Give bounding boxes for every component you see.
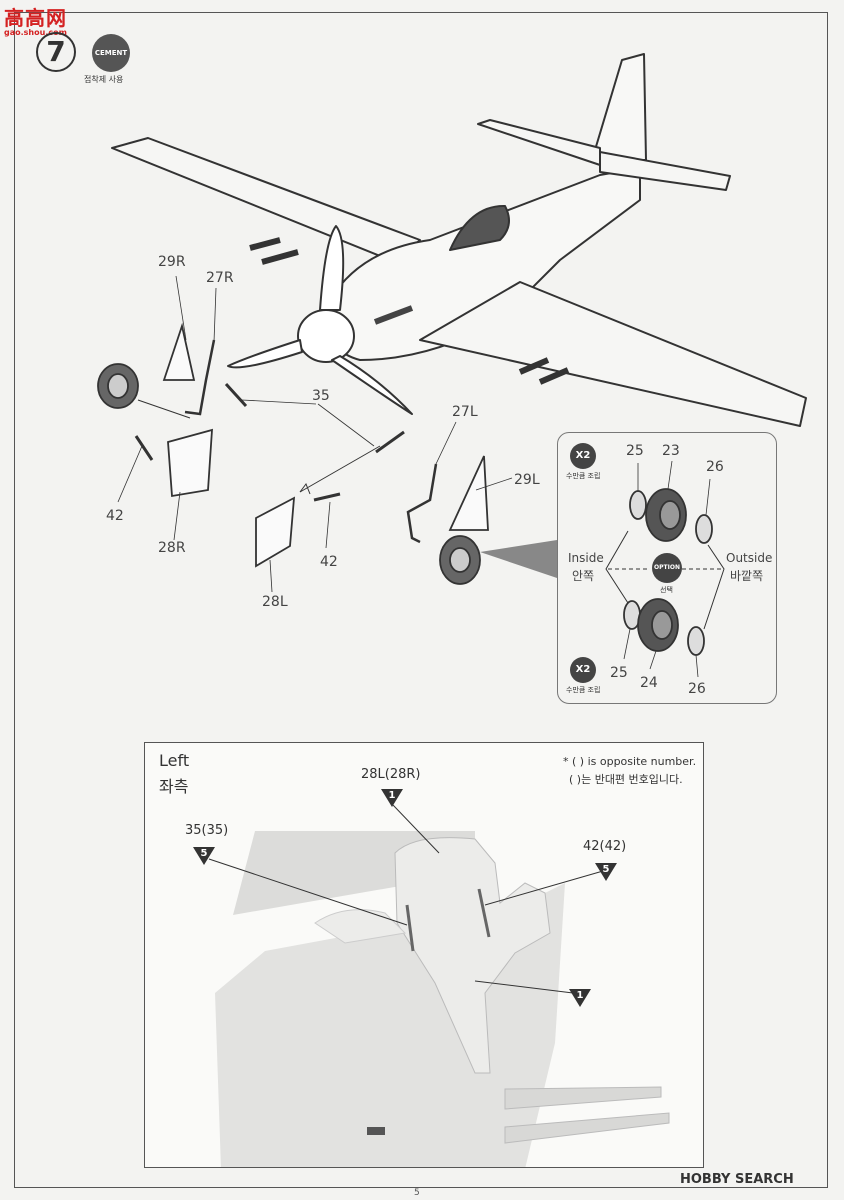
detail-note-ko: ( )는 반대편 번호입니다. (569, 773, 683, 786)
part-label-42-left: 42 (320, 554, 338, 570)
option-icon: OPTION (652, 553, 682, 583)
inset-part-23: 23 (662, 443, 680, 459)
x2-top-caption: 수만큼 조립 (566, 472, 601, 480)
inset-part-25-top: 25 (626, 443, 644, 459)
detail-note-en: * ( ) is opposite number. (563, 755, 697, 768)
inset-part-26-top: 26 (706, 459, 724, 475)
part-label-28L: 28L (262, 594, 288, 610)
watermark-url: gao.shou.com (4, 28, 67, 37)
step-number: 7 (36, 32, 76, 72)
callout-marker-5b: 5 (595, 863, 617, 881)
cement-caption: 접착제 사용 (84, 75, 124, 84)
outside-label-en: Outside (726, 551, 773, 565)
option-caption: 선택 (660, 586, 673, 594)
watermark: 高高网 gao.shou.com (4, 8, 67, 37)
callout-label-28L: 28L(28R) (361, 767, 421, 782)
wheel-option-inset: X2 수만큼 조립 25 23 26 Inside 안쪽 OPTION 선택 O… (557, 432, 777, 704)
left-gear-detail-box: Left 좌측 * ( ) is opposite number. ( )는 반… (144, 742, 704, 1168)
detail-title-en: Left (159, 751, 190, 770)
inside-label-ko: 안쪽 (572, 569, 595, 583)
inset-part-24: 24 (640, 675, 658, 691)
cement-icon: CEMENT (92, 34, 130, 72)
part-label-29L: 29L (514, 472, 540, 488)
part-label-42-right: 42 (106, 508, 124, 524)
inside-label-en: Inside (568, 551, 604, 565)
callout-label-35: 35(35) (185, 823, 229, 838)
part-label-27R: 27R (206, 270, 234, 286)
wheel-illustration (605, 460, 725, 678)
part-label-27L: 27L (452, 404, 478, 420)
x2-top-icon: X2 (570, 443, 596, 469)
outside-label-ko: 바깥쪽 (730, 569, 764, 583)
page-frame (14, 12, 828, 1188)
detail-title-ko: 좌측 (159, 777, 189, 796)
part-label-29R: 29R (158, 254, 186, 270)
x2-bottom-caption: 수만큼 조립 (566, 686, 601, 694)
callout-marker-1b: 1 (569, 989, 591, 1007)
callout-label-42: 42(42) (583, 839, 627, 854)
callout-marker-1a: 1 (381, 789, 403, 807)
page-number: 5 (414, 1188, 420, 1198)
callout-marker-5a: 5 (193, 847, 215, 865)
hobby-search-logo: HOBBY SEARCH (680, 1172, 794, 1187)
inset-part-25-bottom: 25 (610, 665, 628, 681)
part-label-28R: 28R (158, 540, 186, 556)
part-label-35: 35 (312, 388, 330, 404)
watermark-chars: 高高网 (4, 6, 67, 30)
detail-photo (208, 804, 670, 1167)
x2-bottom-icon: X2 (570, 657, 596, 683)
airplane-illustration (97, 53, 807, 593)
inset-part-26-bottom: 26 (688, 681, 706, 697)
